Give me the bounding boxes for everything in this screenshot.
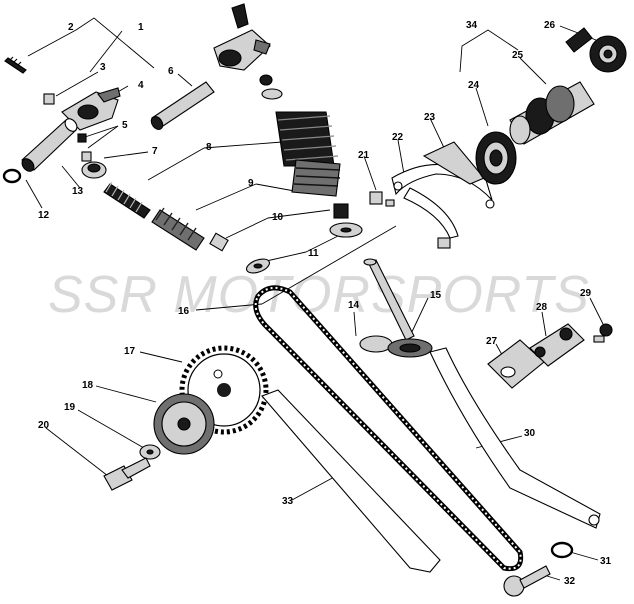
rocker-arm-part-4 <box>61 87 121 131</box>
valve-spring-inner-right <box>291 159 341 197</box>
callout-13: 13 <box>72 186 84 197</box>
callout-10: 10 <box>272 212 284 223</box>
callout-18: 18 <box>82 380 94 391</box>
bolt-part-29 <box>593 323 613 343</box>
callout-25: 25 <box>512 50 524 61</box>
bolt-under-bracket <box>437 237 451 249</box>
nut-small-upper <box>259 74 283 100</box>
callout-1: 1 <box>138 22 144 33</box>
bearing-part-24 <box>475 131 517 185</box>
valve-spring-outer-left <box>103 181 151 219</box>
callout-26: 26 <box>544 20 556 31</box>
cam-chain-part-16 <box>253 285 524 572</box>
chain-guide-part-33 <box>261 389 441 573</box>
bolt-part-20 <box>103 457 151 491</box>
callout-19: 19 <box>64 402 76 413</box>
hub-part-18 <box>153 393 215 455</box>
callout-27: 27 <box>486 336 498 347</box>
callout-22: 22 <box>392 132 404 143</box>
callout-15: 15 <box>430 290 442 301</box>
collar-part-10-right <box>333 203 349 219</box>
callout-12: 12 <box>38 210 50 221</box>
callout-7: 7 <box>152 146 158 157</box>
rocker-shaft-part-13 <box>21 118 78 172</box>
callout-labels: 1 2 3 4 5 6 7 8 9 10 11 12 13 14 15 16 1… <box>38 20 612 587</box>
washer-part-19 <box>139 444 161 460</box>
callout-33: 33 <box>282 496 294 507</box>
callout-31: 31 <box>600 556 612 567</box>
bushing-part-5 <box>77 133 92 162</box>
callout-34: 34 <box>466 20 478 31</box>
o-ring-part-12 <box>2 168 22 184</box>
callout-30: 30 <box>524 428 536 439</box>
callout-8: 8 <box>206 142 212 153</box>
callout-4: 4 <box>138 80 144 91</box>
callout-24: 24 <box>468 80 480 91</box>
cam-chain-guide-part-23 <box>422 141 485 185</box>
collar-part-10-left <box>209 232 229 252</box>
washer-part-11-left <box>245 258 271 274</box>
callout-20: 20 <box>38 420 50 431</box>
watermark: SSR MOTORSPORTS <box>48 266 590 324</box>
bolt-part-32 <box>503 565 551 597</box>
callout-11: 11 <box>308 248 319 259</box>
tensioner-guide-part-30 <box>429 347 601 529</box>
callout-21: 21 <box>358 150 370 161</box>
callout-5: 5 <box>122 120 128 131</box>
callout-28: 28 <box>536 302 548 313</box>
pin-part-3 <box>43 93 55 105</box>
camshaft-part-25 <box>509 27 595 145</box>
valve-seat-part-15 <box>387 338 433 358</box>
callout-6: 6 <box>168 66 174 77</box>
rocker-shaft-part-6 <box>150 81 215 130</box>
callout-2: 2 <box>68 22 74 33</box>
callout-32: 32 <box>564 576 576 587</box>
rocker-arm-upper <box>213 3 271 71</box>
bearing-part-26 <box>589 35 627 73</box>
bolt-part-21 <box>369 191 395 207</box>
callout-16: 16 <box>178 306 190 317</box>
valve-spring-outer-right <box>275 111 339 167</box>
tensioner-body-part-27 <box>487 339 545 389</box>
callout-23: 23 <box>424 112 436 123</box>
o-ring-part-31 <box>550 541 574 559</box>
callout-17: 17 <box>124 346 136 357</box>
retainer-part-7 <box>81 161 107 179</box>
callout-9: 9 <box>248 178 254 189</box>
washer-part-11-right <box>329 222 363 238</box>
callout-29: 29 <box>580 288 592 299</box>
callout-14: 14 <box>348 300 360 311</box>
callout-3: 3 <box>100 62 106 73</box>
tensioner-part-28 <box>529 323 585 367</box>
valve-spring-inner-left <box>151 207 205 251</box>
spring-part-2 <box>4 56 27 74</box>
